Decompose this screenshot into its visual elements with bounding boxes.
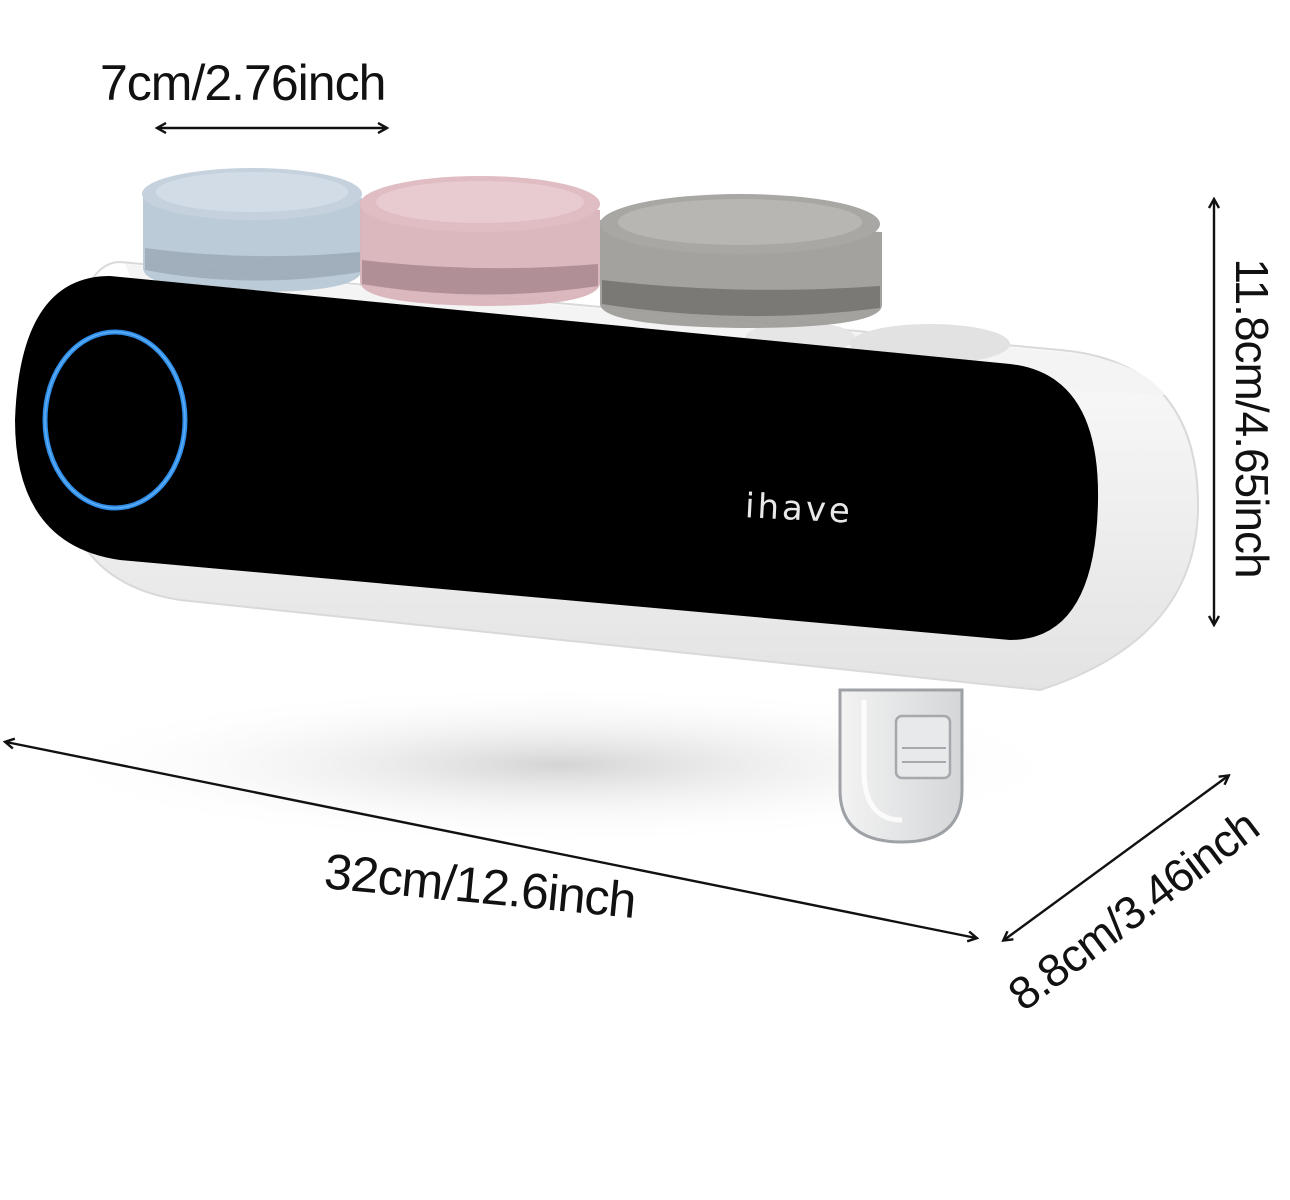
cup-gray <box>600 194 882 328</box>
cup-width-label: 7cm/2.76inch <box>100 55 386 111</box>
sensor-ring-icon <box>42 329 188 511</box>
hook-icon <box>838 688 964 844</box>
brand-logo: ihave <box>744 486 854 532</box>
height-label: 11.8cm/4.65inch <box>1226 258 1278 578</box>
double-headed-arrow-icon <box>6 742 976 938</box>
cup-blue <box>142 168 362 292</box>
cup-pink <box>360 176 600 306</box>
front-panel <box>15 276 1099 640</box>
double-headed-arrow-icon <box>1004 776 1228 940</box>
